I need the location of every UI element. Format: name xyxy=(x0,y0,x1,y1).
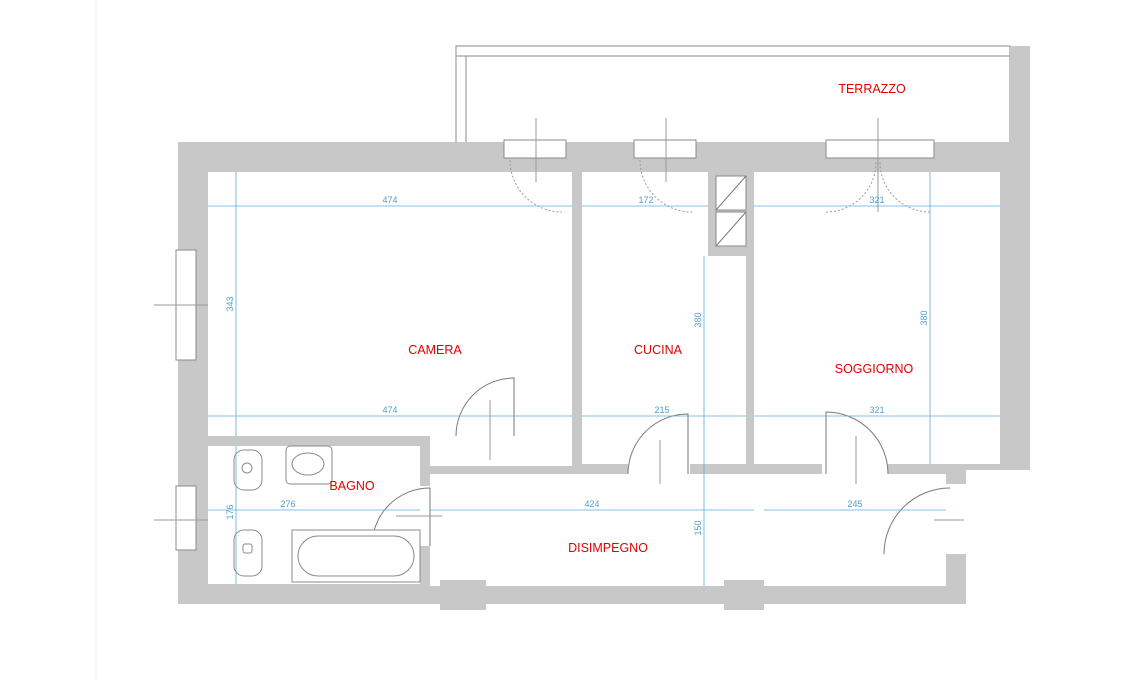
terrace-outline xyxy=(455,45,1011,142)
dim-cucina-height: 380 xyxy=(693,312,703,327)
wall-pier-2 xyxy=(724,580,764,610)
cucina-doorway xyxy=(628,464,690,474)
bidet-icon xyxy=(233,449,263,491)
label-camera: CAMERA xyxy=(408,343,462,357)
label-soggiorno: SOGGIORNO xyxy=(835,362,914,376)
wall-pier-1 xyxy=(440,580,486,610)
dim-disimpegno-height: 150 xyxy=(693,520,703,535)
bathtub-icon xyxy=(291,529,421,583)
door-camera xyxy=(455,377,515,437)
room-camera xyxy=(208,172,572,436)
bathtub-inner-icon xyxy=(297,535,415,577)
window-swing-cucina xyxy=(639,159,693,213)
shaft-diagonal-2 xyxy=(715,211,747,247)
window-soggiorno xyxy=(825,139,935,159)
dim-camera-height: 343 xyxy=(225,296,235,311)
door-entrance xyxy=(883,487,951,555)
sink-icon xyxy=(285,445,333,485)
shaft-diagonal-1 xyxy=(715,175,747,211)
window-cucina xyxy=(633,139,697,159)
window-swing-soggiorno-r xyxy=(879,161,931,213)
window-swing-camera xyxy=(509,159,563,213)
toilet-seat-icon xyxy=(242,543,253,554)
room-disimpegno xyxy=(430,474,946,586)
entrance-doorway xyxy=(946,484,966,554)
wall-notch xyxy=(966,470,1046,610)
dim-camera-width-bottom: 474 xyxy=(382,405,397,415)
bidet-drain-icon xyxy=(241,462,253,474)
dim-camera-width-top: 474 xyxy=(382,195,397,205)
label-disimpegno: DISIMPEGNO xyxy=(568,541,648,555)
dim-cucina-width-bottom: 215 xyxy=(654,405,669,415)
dim-cucina-width-top: 172 xyxy=(638,195,653,205)
door-cucina xyxy=(627,413,689,475)
window-swing-soggiorno-l xyxy=(825,161,877,213)
window-camera xyxy=(503,139,567,159)
camera-doorway xyxy=(456,436,516,446)
dim-bagno-height: 176 xyxy=(225,504,235,519)
dim-bagno-width: 276 xyxy=(280,499,295,509)
label-terrazzo: TERRAZZO xyxy=(838,82,906,96)
window-bagno-left xyxy=(175,485,197,551)
sink-basin-icon xyxy=(291,452,325,476)
room-soggiorno xyxy=(754,172,1000,464)
door-soggiorno xyxy=(825,411,889,475)
dim-soggiorno-width-top: 321 xyxy=(869,195,884,205)
dim-disimpegno-width: 424 xyxy=(584,499,599,509)
dim-entrance-width: 245 xyxy=(847,499,862,509)
label-cucina: CUCINA xyxy=(634,343,683,357)
label-bagno: BAGNO xyxy=(329,479,374,493)
soggiorno-doorway xyxy=(822,464,888,474)
dim-soggiorno-height: 380 xyxy=(919,310,929,325)
dim-soggiorno-width-bottom: 321 xyxy=(869,405,884,415)
